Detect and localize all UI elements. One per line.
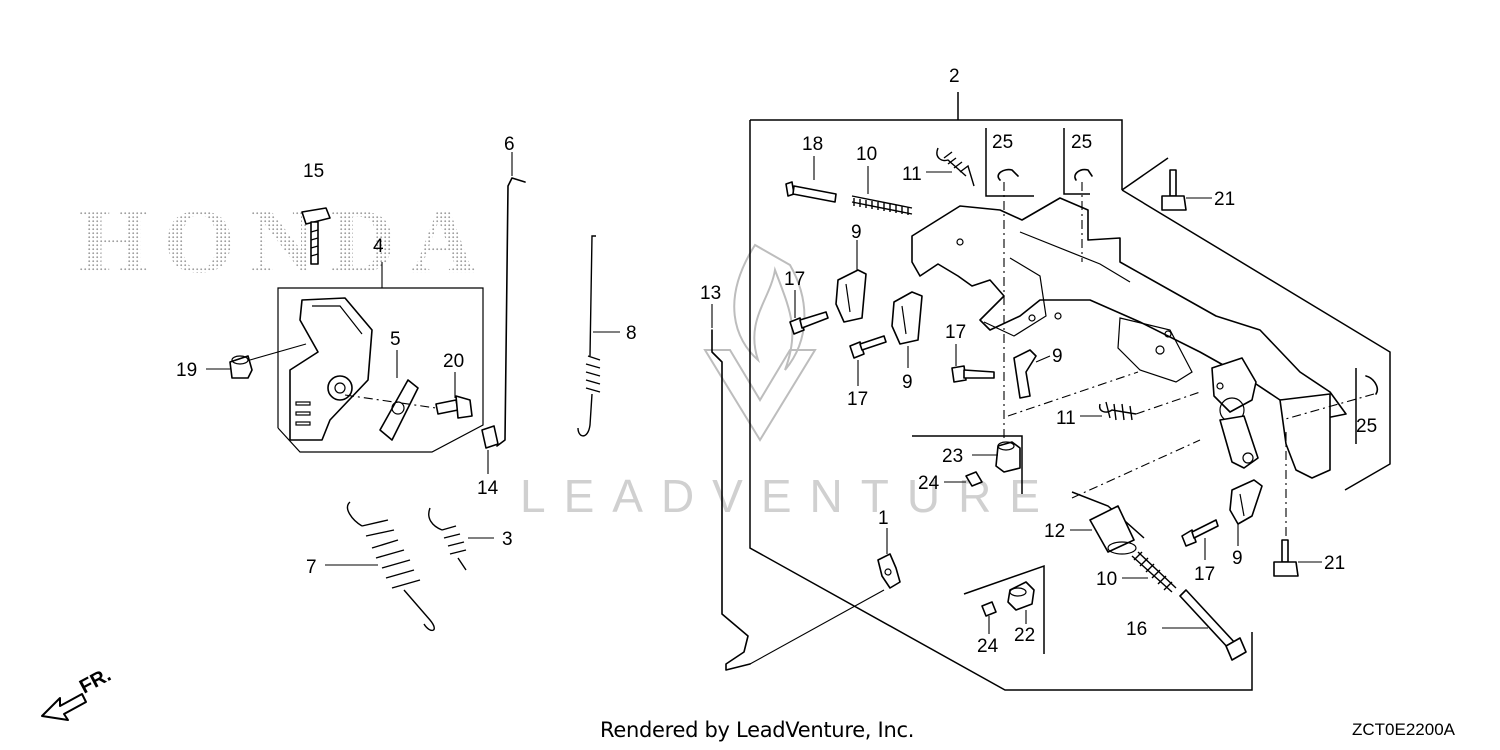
lever-assembly-outline bbox=[277, 262, 484, 453]
callout-18: 18 bbox=[802, 134, 823, 155]
callout-3: 3 bbox=[502, 529, 513, 550]
part-11-spring-upper[interactable] bbox=[936, 147, 975, 187]
part-9-cable-clip-c[interactable] bbox=[1013, 349, 1037, 399]
part-21-bolt-lower[interactable] bbox=[1273, 539, 1299, 577]
callout-23: 23 bbox=[942, 446, 963, 467]
part-13-throttle-rod[interactable] bbox=[711, 329, 751, 671]
diagram-code: ZCT0E2200A bbox=[1352, 720, 1455, 739]
part-10-spring-upper[interactable] bbox=[851, 195, 913, 215]
part-9-cable-clip-a[interactable] bbox=[835, 269, 867, 323]
render-credit: Rendered by LeadVenture, Inc. bbox=[600, 718, 915, 742]
callout-20: 20 bbox=[443, 351, 464, 372]
part-22-collar[interactable] bbox=[963, 564, 1045, 654]
callout-2: 2 bbox=[949, 66, 960, 87]
callout-13: 13 bbox=[700, 283, 721, 304]
part-17-bolt-b[interactable] bbox=[849, 335, 887, 359]
callout-9-d: 9 bbox=[1232, 548, 1243, 569]
callout-25-b: 25 bbox=[1071, 132, 1092, 153]
part-24-screw-lower[interactable] bbox=[981, 601, 997, 617]
callout-25-a: 25 bbox=[992, 132, 1013, 153]
leadventure-watermark: LEADVENTURE bbox=[520, 470, 1058, 522]
part-3-return-spring[interactable] bbox=[428, 507, 467, 571]
part-12-sleeve[interactable] bbox=[1071, 491, 1145, 555]
callout-17-a: 17 bbox=[784, 269, 805, 290]
part-7-governor-spring[interactable] bbox=[346, 501, 435, 631]
part-17-bolt-d[interactable] bbox=[1181, 519, 1219, 547]
footer: Rendered by LeadVenture, Inc. ZCT0E2200A bbox=[0, 718, 1500, 748]
part-25-clip-upper-b[interactable] bbox=[1063, 128, 1093, 195]
callout-12: 12 bbox=[1044, 521, 1065, 542]
callout-21-b: 21 bbox=[1324, 553, 1345, 574]
callout-7: 7 bbox=[306, 557, 317, 578]
part-14-rod-clip[interactable] bbox=[481, 425, 499, 449]
part-24-screw-upper[interactable] bbox=[965, 471, 983, 487]
assembly-2-outline bbox=[749, 92, 1391, 691]
callout-9-a: 9 bbox=[851, 222, 862, 243]
part-1-rod-joint[interactable] bbox=[877, 553, 901, 589]
part-18-long-bolt[interactable] bbox=[785, 181, 837, 203]
part-4-control-lever[interactable] bbox=[289, 297, 373, 441]
part-9-cable-clip-b[interactable] bbox=[891, 291, 923, 345]
front-direction-arrow-icon: FR. bbox=[41, 668, 115, 721]
callout-17-c: 17 bbox=[945, 322, 966, 343]
part-16-long-bolt[interactable] bbox=[1179, 589, 1247, 661]
part-10-spring-lower[interactable] bbox=[1131, 551, 1177, 593]
callout-14: 14 bbox=[477, 478, 499, 499]
callout-24-b: 24 bbox=[977, 636, 999, 657]
callout-8: 8 bbox=[626, 323, 637, 344]
part-17-bolt-a[interactable] bbox=[789, 311, 829, 335]
callout-10-b: 10 bbox=[1096, 569, 1117, 590]
callout-19: 19 bbox=[176, 360, 197, 381]
part-17-bolt-c[interactable] bbox=[951, 365, 995, 383]
honda-watermark: HONDA bbox=[78, 190, 490, 292]
callout-21-a: 21 bbox=[1214, 189, 1235, 210]
part-25-clip-right[interactable] bbox=[1355, 368, 1379, 444]
callout-5: 5 bbox=[390, 329, 401, 350]
callout-9-b: 9 bbox=[902, 372, 913, 393]
callout-4: 4 bbox=[373, 236, 384, 257]
part-25-clip-upper-a[interactable] bbox=[985, 128, 1034, 197]
part-19-nut[interactable] bbox=[229, 355, 253, 379]
leadventure-logo-watermark bbox=[703, 243, 817, 442]
part-20-flange-bolt[interactable] bbox=[435, 395, 473, 419]
callout-24-a: 24 bbox=[918, 473, 940, 494]
part-8-governor-spring[interactable] bbox=[577, 235, 601, 437]
part-2-control-base-bracket[interactable] bbox=[911, 197, 1347, 479]
part-21-bolt-upper[interactable] bbox=[1161, 169, 1187, 211]
callout-17-d: 17 bbox=[1194, 564, 1215, 585]
part-9-cable-clip-d[interactable] bbox=[1229, 479, 1263, 525]
callout-1: 1 bbox=[878, 508, 889, 529]
callout-6: 6 bbox=[504, 134, 515, 155]
part-6-governor-rod[interactable] bbox=[496, 177, 526, 447]
callout-11-a: 11 bbox=[902, 164, 922, 185]
callout-9-c: 9 bbox=[1052, 346, 1063, 367]
callout-16: 16 bbox=[1126, 619, 1147, 640]
callout-22: 22 bbox=[1014, 625, 1035, 646]
callout-11-b: 11 bbox=[1056, 408, 1076, 429]
callout-17-b: 17 bbox=[847, 389, 868, 410]
part-15-knob-bolt[interactable] bbox=[301, 207, 331, 265]
part-5-friction-plate[interactable] bbox=[379, 379, 419, 441]
callout-10-a: 10 bbox=[856, 144, 877, 165]
callout-15: 15 bbox=[303, 161, 324, 182]
part-23-collar[interactable] bbox=[912, 435, 1023, 494]
callout-25-c: 25 bbox=[1356, 416, 1377, 437]
part-11-spring-lower[interactable] bbox=[1098, 401, 1137, 421]
